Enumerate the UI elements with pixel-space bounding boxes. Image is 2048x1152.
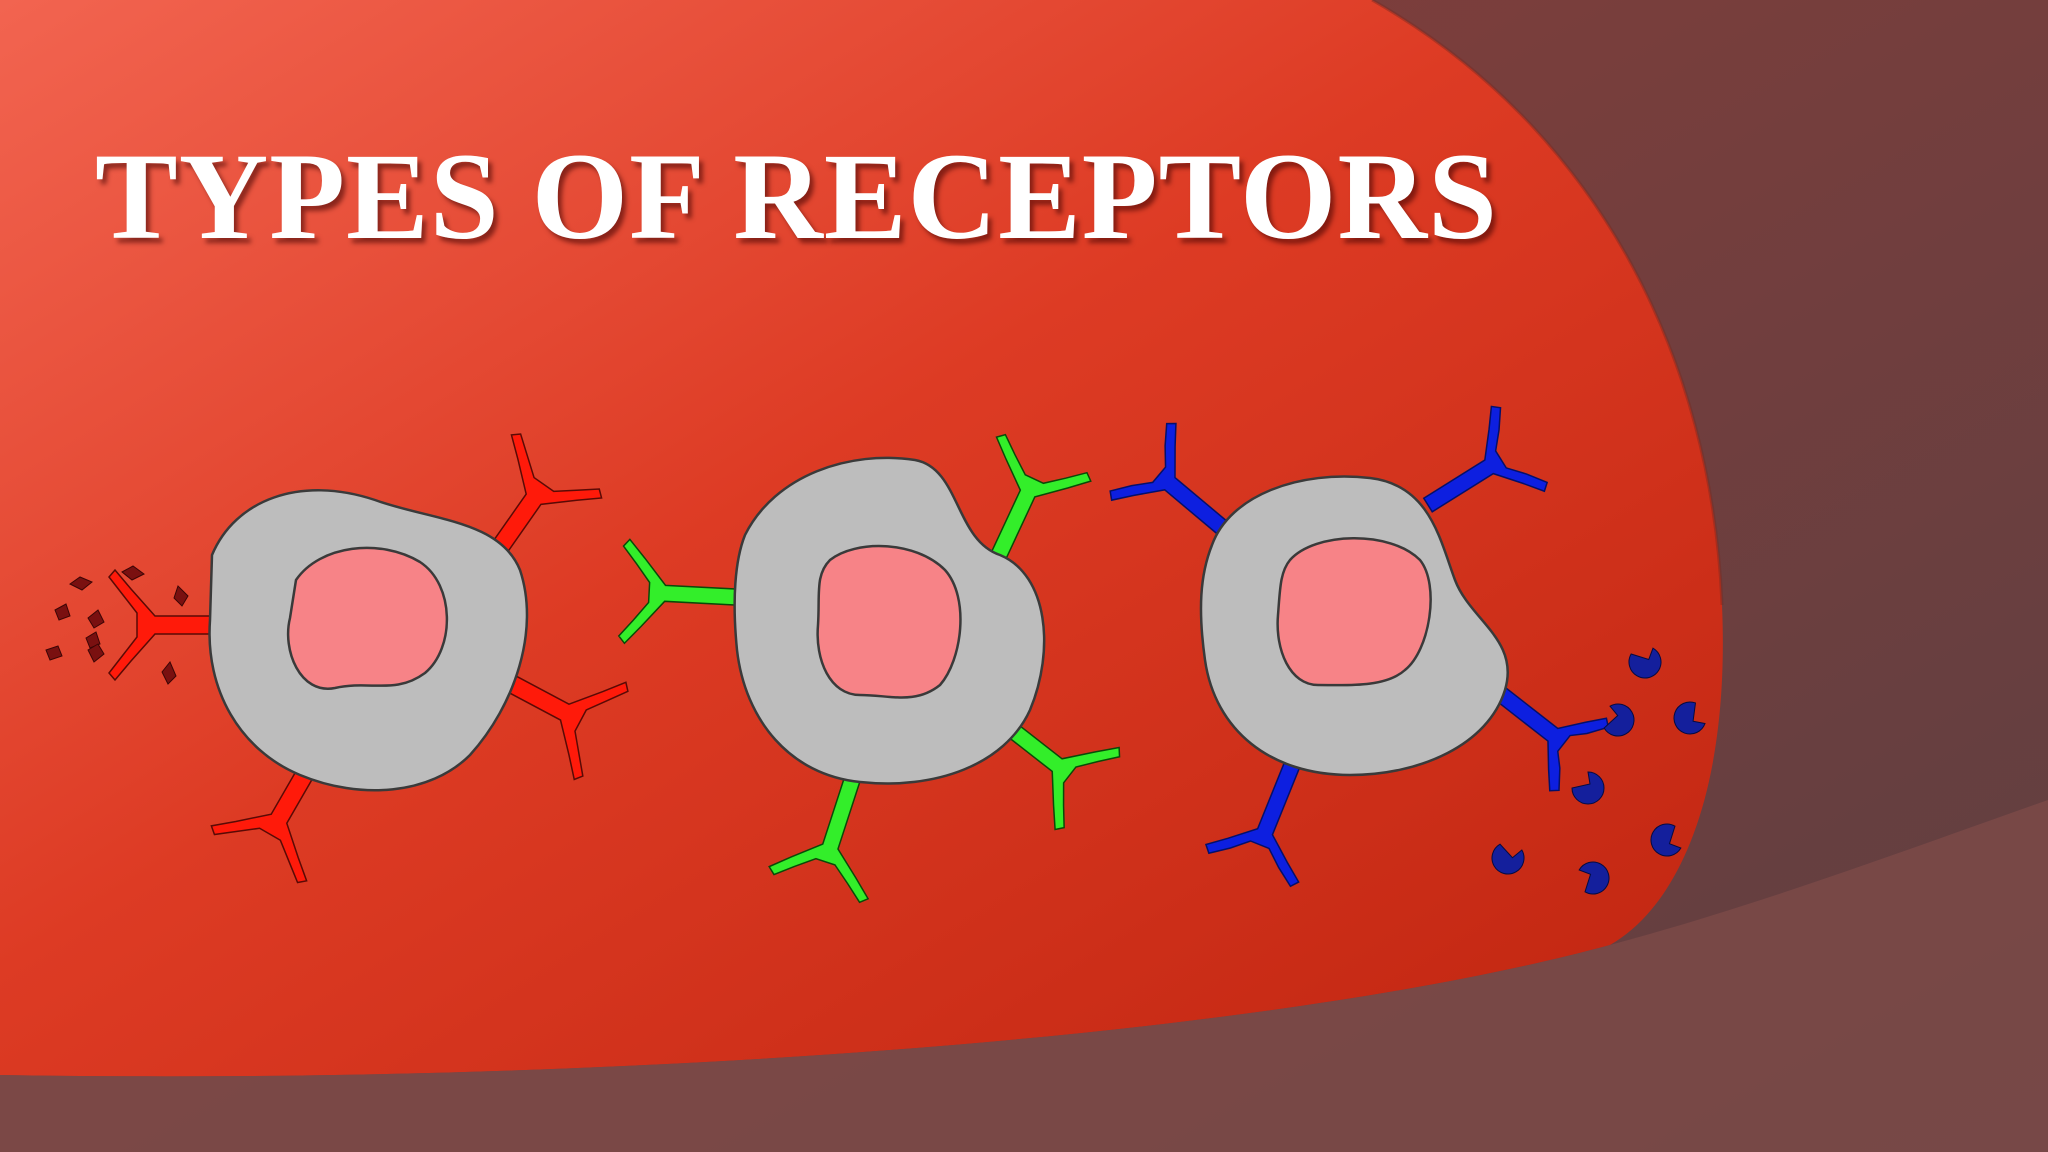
ligand-diamond xyxy=(87,609,105,629)
red-receptor-left xyxy=(108,568,216,682)
blue-receptor-arms xyxy=(1109,405,1610,888)
green-receptor-upper-right xyxy=(989,433,1092,562)
nucleus xyxy=(1276,537,1432,687)
ligand-notched-circle xyxy=(1650,823,1682,857)
ligand-notched-circle xyxy=(1578,861,1610,895)
blue-receptor-upper-left xyxy=(1109,422,1232,538)
cell-green-receptors xyxy=(617,433,1121,904)
ligand-diamond xyxy=(54,603,71,621)
nucleus xyxy=(286,546,449,690)
ligand-diamond xyxy=(85,631,101,649)
ligand-diamond xyxy=(45,645,63,661)
red-receptor-bottom xyxy=(210,759,319,884)
green-receptor-lower-right xyxy=(996,714,1121,831)
nucleus xyxy=(816,544,962,699)
cell-blue-receptors xyxy=(1109,405,1706,895)
ligand-diamond xyxy=(173,585,189,607)
red-ligands xyxy=(45,565,189,685)
ligand-diamond xyxy=(87,643,105,663)
ligand-diamond xyxy=(69,576,93,591)
ligand-notched-circle xyxy=(1673,701,1706,735)
green-receptor-bottom xyxy=(768,776,870,904)
red-receptor-lower-right xyxy=(504,674,629,781)
red-receptor-upper-right xyxy=(489,433,603,557)
blue-receptor-upper-right xyxy=(1422,405,1549,513)
red-receptor-arms xyxy=(108,433,629,884)
blue-receptor-lower-right xyxy=(1487,680,1610,792)
green-receptor-left xyxy=(617,538,737,645)
ligand-notched-circle xyxy=(1603,703,1635,737)
ligand-diamond xyxy=(161,661,177,685)
slide-title: TYPES OF RECEPTORS xyxy=(95,128,1498,265)
ligand-diamond xyxy=(121,565,145,581)
blue-ligands xyxy=(1491,647,1706,895)
ligand-notched-circle xyxy=(1628,647,1662,679)
green-receptor-arms xyxy=(617,433,1121,904)
ligand-notched-circle xyxy=(1571,771,1605,805)
blue-receptor-bottom xyxy=(1204,761,1301,888)
cell-red-receptors xyxy=(45,433,629,884)
ligand-notched-circle xyxy=(1491,843,1525,875)
